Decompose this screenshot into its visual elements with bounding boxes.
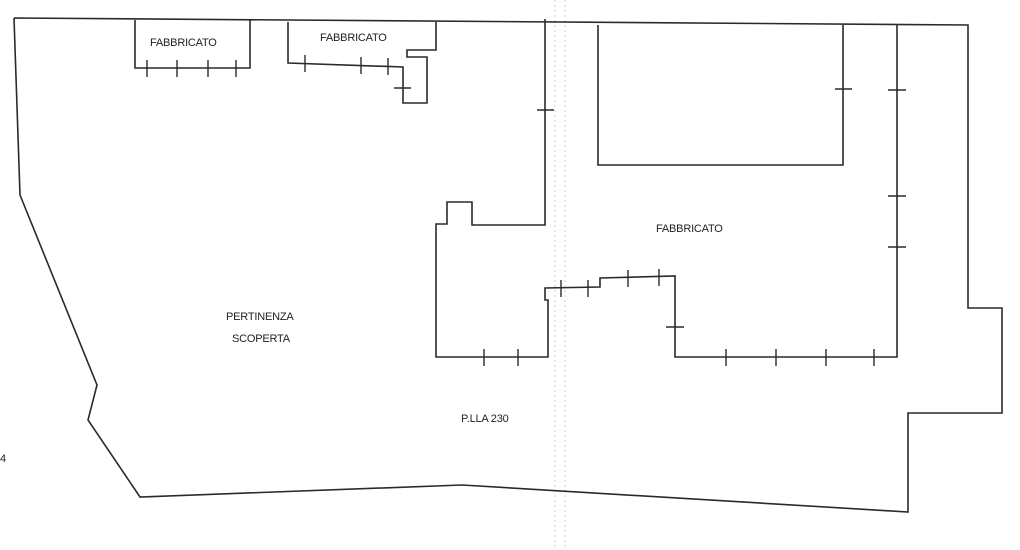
building-1-outline: [134, 20, 251, 69]
open-area-label-line1: PERTINENZA: [226, 311, 294, 323]
boundary-ticks: [146, 55, 906, 366]
building-1-label: FABBRICATO: [150, 37, 217, 49]
building-2-label: FABBRICATO: [320, 32, 387, 44]
main-building-outline: [435, 19, 898, 358]
edge-number-label: 4: [0, 453, 6, 465]
main-building-label: FABBRICATO: [656, 223, 723, 235]
building-2-outline: [287, 22, 437, 104]
open-area-label-line2: SCOPERTA: [232, 333, 290, 345]
courtyard-outline: [597, 25, 844, 166]
parcel-label: P.LLA 230: [461, 413, 509, 425]
parcel-boundary: [13, 17, 1003, 513]
